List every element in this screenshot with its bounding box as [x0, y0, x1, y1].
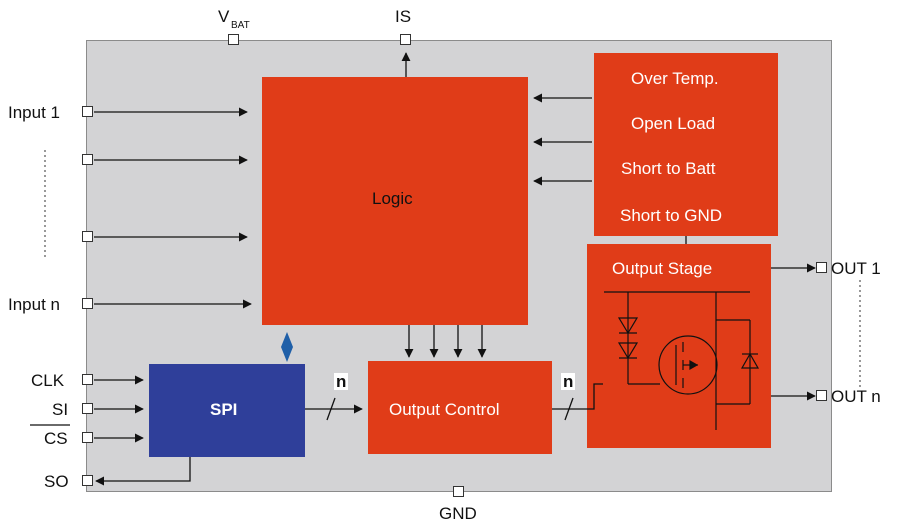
- logic-spi-bidir-arrow: [281, 332, 293, 362]
- diag-over-temp: Over Temp.: [631, 69, 719, 88]
- pin-input2: [82, 154, 93, 165]
- bus-label-control: n: [561, 372, 576, 391]
- output-stage-label: Output Stage: [612, 259, 713, 278]
- pin-outn: [816, 390, 827, 401]
- label-si: SI: [52, 400, 69, 419]
- pin-input3: [82, 231, 93, 242]
- label-vbat-subscript: BAT: [231, 20, 250, 31]
- power-transistor-schematic: [604, 291, 760, 430]
- label-gnd: GND: [439, 504, 477, 523]
- output-stage-block: [587, 244, 771, 448]
- pin-si: [82, 403, 93, 414]
- diag-open-load: Open Load: [631, 114, 716, 133]
- ctrl-stage-bus: [552, 383, 603, 410]
- label-outn: OUT n: [831, 387, 881, 406]
- label-inputn: Input n: [8, 295, 60, 314]
- pin-cs: [82, 432, 93, 443]
- spi-label: SPI: [210, 400, 238, 419]
- bus-label-spi: n: [334, 372, 349, 391]
- so-arrow: [95, 457, 191, 486]
- label-out1: OUT 1: [831, 259, 881, 278]
- pin-is: [400, 34, 411, 45]
- pin-clk: [82, 374, 93, 385]
- diag-short-batt: Short to Batt: [621, 159, 716, 178]
- label-input1: Input 1: [8, 103, 60, 122]
- output-control-block: [368, 361, 552, 454]
- pin-inputn: [82, 298, 93, 309]
- logic-label: Logic: [372, 189, 413, 208]
- spi-block: [149, 364, 305, 457]
- pin-vbat: [228, 34, 239, 45]
- logic-block: [262, 77, 528, 325]
- pin-gnd: [453, 486, 464, 497]
- pin-out1: [816, 262, 827, 273]
- output-control-label: Output Control: [389, 400, 500, 419]
- label-cs: CS: [44, 429, 68, 448]
- pin-so: [82, 475, 93, 486]
- label-vbat: V: [218, 7, 230, 26]
- pin-input1: [82, 106, 93, 117]
- diag-short-gnd: Short to GND: [620, 206, 723, 225]
- label-clk: CLK: [31, 371, 65, 390]
- label-so: SO: [44, 472, 69, 491]
- diagnostics-block: [594, 53, 778, 236]
- label-is: IS: [395, 7, 412, 26]
